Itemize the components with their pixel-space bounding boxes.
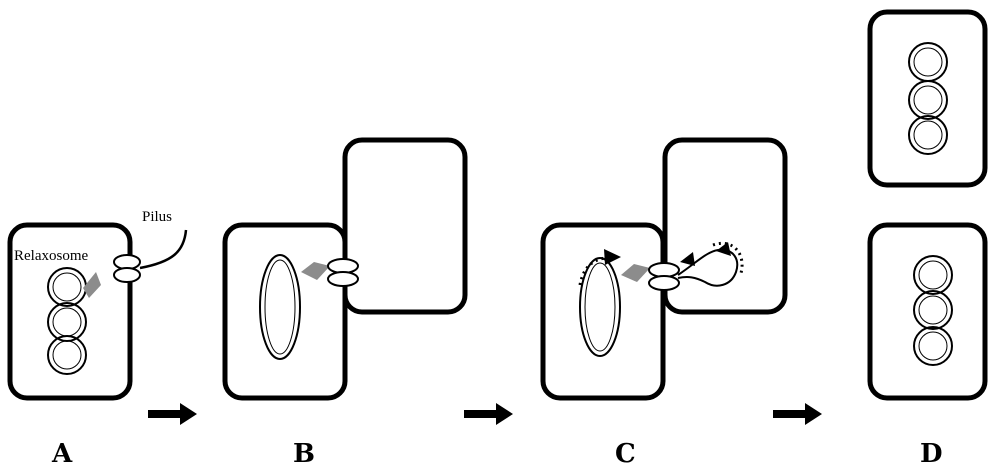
cell-bottom [867, 222, 988, 401]
relaxosome-marker [621, 264, 650, 282]
panel-b: B [222, 137, 468, 465]
transferred-strand-loop [677, 248, 739, 287]
pore-bottom [327, 271, 359, 287]
panel-a: Pilus Relaxosome A [7, 209, 188, 465]
relaxosome-label: Relaxosome [14, 248, 88, 264]
step-arrow-2 [464, 403, 513, 425]
plasmid-rings-bottom [913, 255, 953, 366]
donor-cell [7, 222, 133, 401]
panel-letter-c: C [615, 439, 636, 465]
donor-cell [540, 222, 666, 401]
plasmid-rings-top [908, 42, 948, 155]
pore-top [648, 262, 680, 278]
panel-d: D [867, 9, 988, 465]
panel-letter-a: A [51, 439, 73, 465]
recipient-cell [342, 137, 468, 315]
pilus-pore-top [113, 254, 141, 270]
panel-c: C [540, 137, 788, 465]
pilus-pore-bottom [113, 267, 141, 283]
pore-bottom [648, 275, 680, 291]
recipient-direction-arrow-1 [680, 252, 695, 266]
donor-cell [222, 222, 348, 401]
panel-letter-b: B [293, 439, 315, 465]
recipient-replication-arc [712, 241, 744, 274]
plasmid-ring-relaxed [579, 257, 621, 357]
panel-letter-d: D [920, 439, 943, 465]
relaxosome-marker [301, 262, 330, 280]
donor-replication-arc [578, 256, 606, 286]
pilus-strand [139, 229, 188, 270]
recipient-cell [662, 137, 788, 315]
recipient-direction-arrow-2 [716, 242, 731, 256]
plasmid-rings [47, 267, 87, 375]
cell-top [867, 9, 988, 188]
step-arrow-3 [773, 403, 822, 425]
pilus-label: Pilus [142, 209, 172, 225]
donor-direction-arrow [604, 249, 621, 265]
pore-top [327, 258, 359, 274]
plasmid-ring-relaxed [259, 254, 301, 360]
step-arrow-1 [148, 403, 197, 425]
relaxosome-marker [83, 272, 101, 298]
